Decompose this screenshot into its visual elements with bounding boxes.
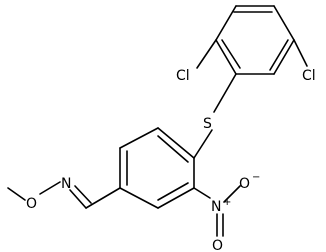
ring1-double-bond-inner (221, 39, 241, 69)
ring2-bond (119, 127, 159, 149)
c-cl-bond-left (196, 39, 217, 69)
nitro-plus-charge: + (223, 197, 231, 208)
chlorine-label-left: Cl (176, 68, 190, 84)
ring1-bond (273, 5, 295, 41)
nitro-oxygen-bottom-label: O (212, 238, 223, 252)
ring1-bond (215, 5, 237, 41)
ch-n-double-bond-b (74, 185, 92, 204)
ring2-bond (157, 187, 195, 209)
ring2-double-bond-inner (157, 135, 189, 163)
n-o-bond (39, 181, 61, 195)
nitro-nitrogen-label: N (211, 199, 221, 215)
ring1-double-bond-inner (269, 39, 289, 71)
sulfur-label: S (203, 116, 212, 132)
ring1-bond (273, 39, 295, 75)
nitro-minus-charge: − (252, 172, 260, 183)
c-cl-bond-right (293, 39, 308, 67)
oxime-nitrogen-label: N (61, 176, 71, 192)
chlorine-label-right: Cl (302, 68, 316, 84)
ring2-bond (157, 127, 195, 159)
c-s-bond-lower (193, 129, 213, 159)
o-ch3-bond (7, 187, 26, 201)
c-n-nitro-bond (193, 187, 211, 199)
ring2-double-bond-inner (157, 182, 189, 201)
methoxy-oxygen-label: O (26, 196, 37, 212)
nitro-oxygen-top-label: O (239, 176, 250, 192)
ring1-bond (215, 39, 237, 75)
n-o-bond-top (223, 185, 241, 203)
dichlorophenyl-ring (215, 5, 295, 75)
ch-n-double-bond-a (69, 189, 87, 209)
c-s-bond-upper (213, 73, 237, 113)
ring2-bond (119, 187, 159, 209)
c-ch-bond (85, 187, 121, 209)
nitrobenzene-ring (119, 127, 195, 209)
